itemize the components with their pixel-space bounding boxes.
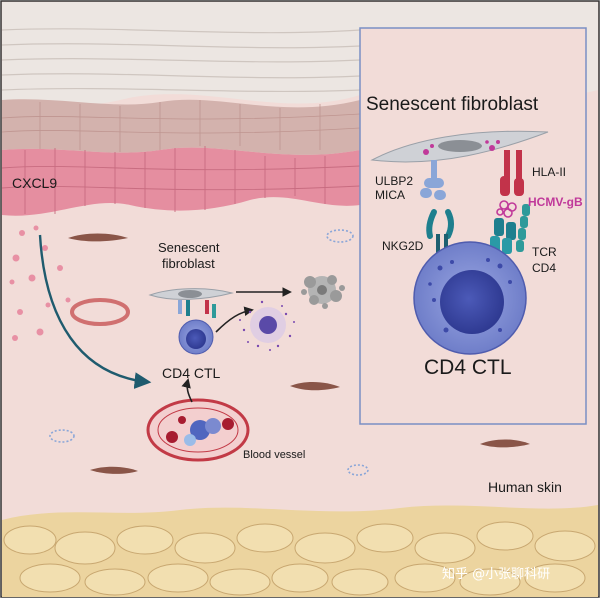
hla-ii-label: HLA-II — [532, 165, 566, 179]
cxcl9-label: CXCL9 — [12, 175, 57, 191]
inset-fibroblast-nucleus — [438, 140, 482, 152]
dermal-fibroblasts — [68, 233, 530, 474]
watermark: 知乎 @小张聊科研 — [442, 566, 550, 582]
spinosum-cells — [1, 100, 361, 152]
inset-panel: Senescent fibroblast — [359, 27, 587, 425]
blood-vessel — [146, 398, 250, 462]
migration-arrow — [38, 234, 152, 389]
inset-fibroblast-granules — [423, 140, 500, 155]
ulbp2-mica-ligand — [420, 160, 446, 200]
adipocytes — [3, 521, 596, 596]
inset-cd4-ctl-label: CD4 CTL — [424, 356, 512, 379]
nkg2d-receptor — [426, 209, 454, 256]
small-interaction-group — [148, 288, 234, 355]
cxcl9-chemokine-dots — [9, 225, 71, 341]
mica-label: MICA — [375, 188, 405, 202]
corneum-lines — [1, 28, 361, 93]
inset-title: Senescent fibroblast — [366, 94, 539, 115]
killing-arrow — [215, 306, 254, 333]
blood-vessel-label: Blood vessel — [243, 449, 305, 461]
epidermis-basal-layer — [2, 147, 360, 216]
hcmv-gb-peptide — [496, 200, 517, 218]
nkg2d-label: NKG2D — [382, 239, 424, 253]
cd4-ctl-label-small: CD4 CTL — [162, 365, 221, 381]
human-skin-label: Human skin — [488, 479, 562, 495]
dermal-capillaries — [49, 229, 369, 476]
hla-ii-molecule — [500, 150, 524, 196]
inset-cell-granules — [428, 258, 512, 333]
apoptotic-debris — [301, 275, 345, 309]
cd4-coreceptor — [516, 204, 530, 252]
inset-cd4-ctl-nucleus — [440, 270, 504, 334]
basal-cells — [1, 146, 361, 214]
extravasation-arrow — [181, 378, 193, 403]
tcr-receptor — [490, 218, 516, 254]
senescent-fibroblast-label-line2: fibroblast — [162, 256, 215, 271]
senescent-fibroblast-label-line1: Senescent — [158, 240, 220, 255]
stratum-spinosum — [2, 99, 360, 155]
granule-release — [239, 300, 295, 351]
ulbp2-label: ULBP2 — [375, 174, 413, 188]
cd4-label: CD4 — [532, 261, 556, 275]
hcmv-gb-label: HCMV-gB — [528, 195, 583, 209]
tcr-label: TCR — [532, 245, 557, 259]
